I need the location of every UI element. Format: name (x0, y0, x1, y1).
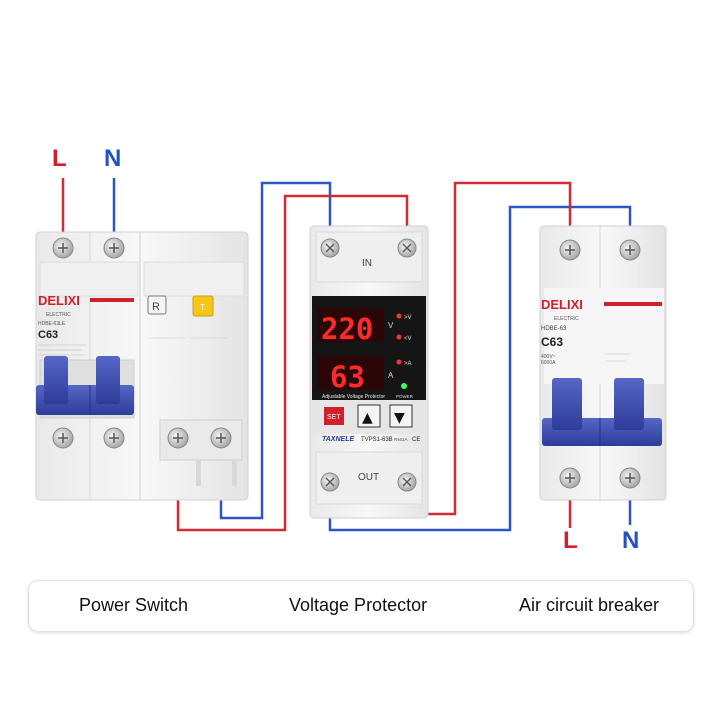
protector-title-strip: Adjustable Voltage Protector (322, 394, 385, 400)
wiring-diagram: DELIXI ELECTRIC HDBE-63LE C63 R T (35, 145, 667, 554)
over-voltage-led (396, 313, 402, 319)
voltage-protector: IN 220 63 V A >V <V >A POWER Adjustable … (309, 225, 429, 519)
neutral-to-protector-in (219, 181, 332, 520)
caption-air-breaker: Air circuit breaker (519, 595, 660, 615)
svg-text:400V~: 400V~ (541, 354, 556, 360)
left-reset-button[interactable] (147, 295, 167, 315)
caption-power-switch: Power Switch (79, 595, 189, 615)
up-button[interactable] (357, 404, 381, 428)
neutral-to-right-breaker (328, 205, 632, 532)
left-breaker: DELIXI ELECTRIC HDBE-63LE C63 R T (35, 231, 249, 501)
svg-text:ELECTRIC: ELECTRIC (46, 312, 71, 318)
svg-text:▲: ▲ (362, 410, 373, 426)
live-to-protector-in (176, 194, 409, 532)
svg-text:CE: CE (412, 437, 420, 443)
svg-text:6000A: 6000A (541, 360, 556, 366)
caption-bar: Power Switch Voltage Protector Air circu… (28, 580, 694, 632)
svg-text:HDBE-63LE: HDBE-63LE (38, 321, 66, 327)
under-voltage-led (396, 334, 402, 340)
svg-text:V: V (388, 321, 394, 330)
svg-text:<V: <V (404, 336, 412, 342)
left-neutral-label: N (104, 145, 121, 172)
svg-text:SET: SET (327, 414, 341, 421)
svg-text:Rs63A: Rs63A (394, 437, 408, 442)
right-live-label: L (563, 527, 578, 554)
over-current-led (396, 359, 402, 365)
left-brand: DELIXI (38, 293, 80, 308)
protector-in-label: IN (362, 258, 372, 269)
right-neutral-label: N (622, 527, 639, 554)
svg-text:ELECTRIC: ELECTRIC (554, 316, 579, 322)
svg-text:A: A (388, 371, 394, 380)
svg-text:HDBE-63: HDBE-63 (541, 326, 567, 332)
svg-text:C63: C63 (541, 335, 563, 349)
svg-text:TAXNELE: TAXNELE (322, 436, 354, 443)
protector-out-label: OUT (358, 472, 379, 483)
svg-text:T: T (200, 303, 205, 312)
svg-text:>A: >A (404, 361, 412, 367)
right-breaker: DELIXI ELECTRIC HDBE-63 C63 400V~ 6000A (539, 225, 667, 501)
caption-voltage-protector: Voltage Protector (289, 595, 428, 615)
down-button[interactable] (389, 404, 413, 428)
current-display: 63 (330, 360, 365, 394)
left-test-button[interactable] (192, 295, 214, 317)
svg-text:▼: ▼ (394, 410, 405, 426)
power-led (401, 383, 407, 389)
svg-text:C63: C63 (38, 329, 58, 341)
left-live-label: L (52, 145, 67, 172)
svg-text:R: R (152, 301, 160, 313)
right-brand: DELIXI (541, 297, 583, 312)
svg-text:>V: >V (404, 315, 412, 321)
svg-text:POWER: POWER (396, 394, 414, 399)
svg-text:TVPS1-63B: TVPS1-63B (361, 437, 393, 443)
voltage-display: 220 (321, 312, 373, 346)
set-button[interactable] (324, 407, 344, 425)
